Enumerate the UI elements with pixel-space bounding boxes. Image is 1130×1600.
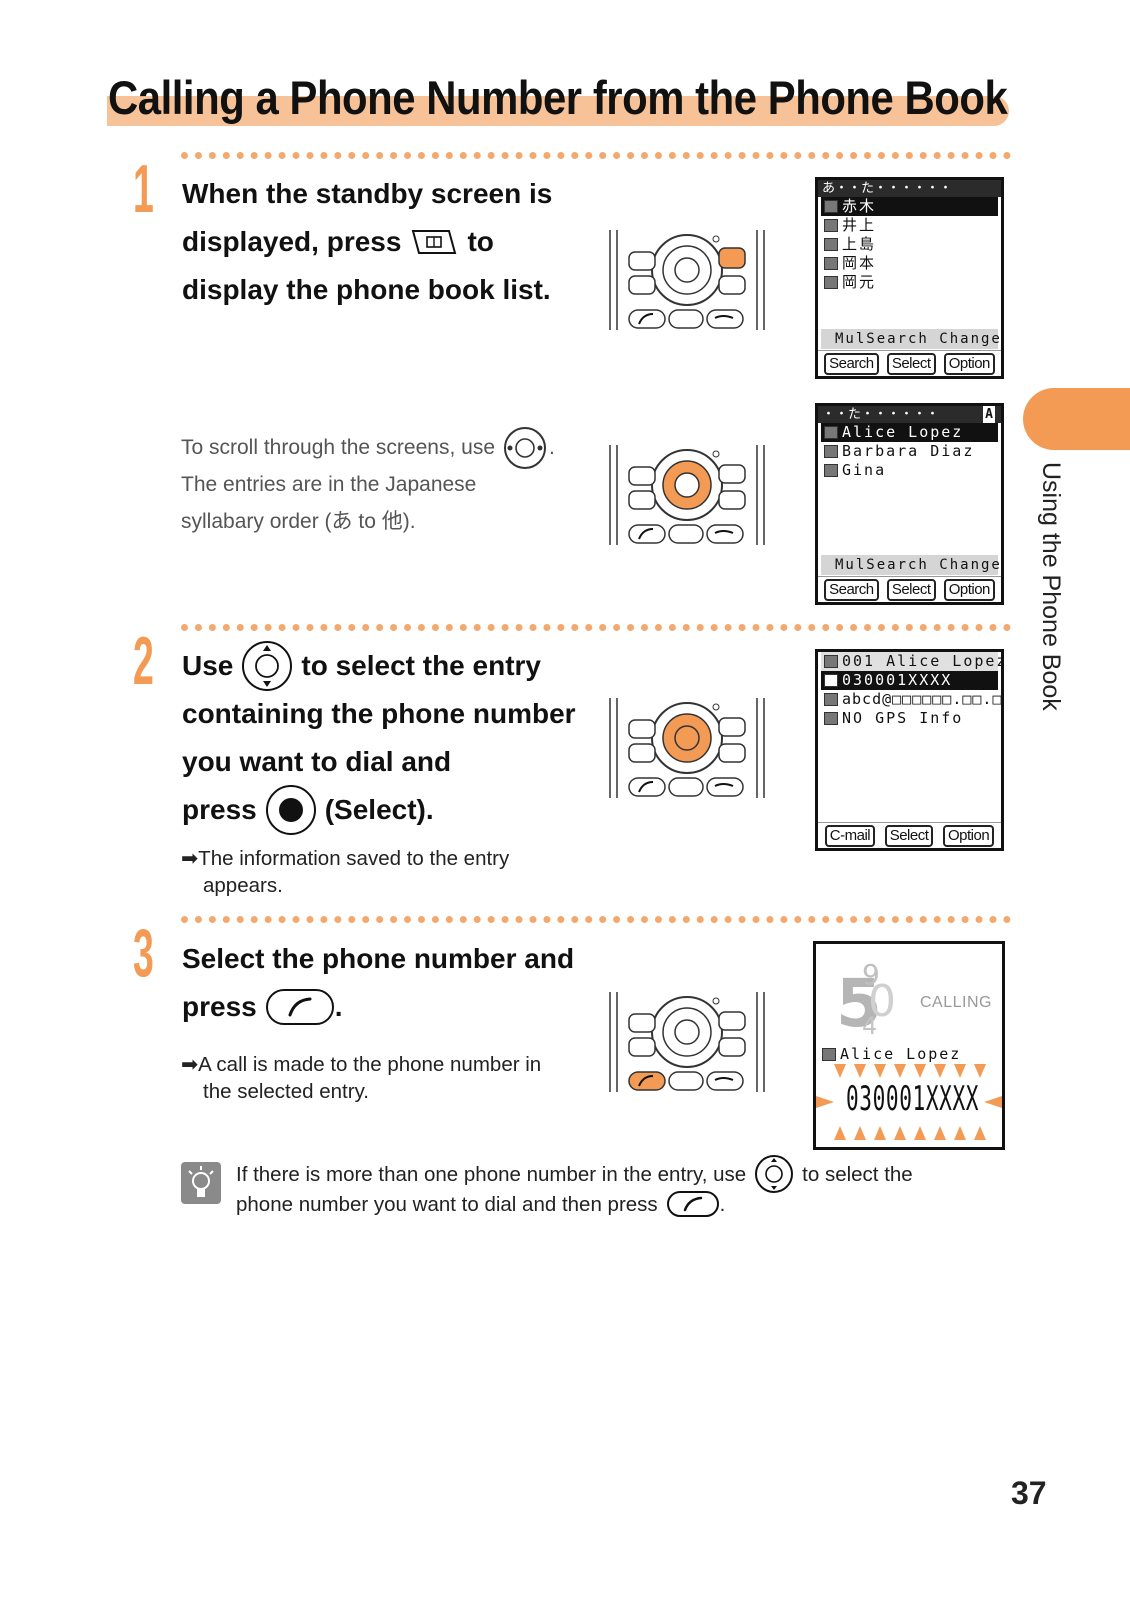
page-title: Calling a Phone Number from the Phone Bo… <box>108 71 1008 124</box>
step-2-result-note: ➡The information saved to the entry appe… <box>181 847 510 897</box>
gps-icon <box>824 712 838 725</box>
entry-icon <box>824 655 838 668</box>
option-softkey[interactable]: Option <box>943 578 995 601</box>
list-item[interactable]: 岡元 <box>818 273 1001 292</box>
select-softkey[interactable]: Select <box>884 824 934 847</box>
svg-text:5: 5 <box>836 965 882 1036</box>
keypad-phonebook-key-illustration <box>609 230 765 330</box>
gps-row: NO GPS Info <box>818 709 1001 728</box>
entry-icon <box>824 257 838 270</box>
title-highlight <box>107 96 1009 126</box>
svg-text:4: 4 <box>862 1012 877 1036</box>
list-item[interactable]: Barbara Diaz <box>818 442 1001 461</box>
step-divider <box>181 152 1011 159</box>
select-softkey[interactable]: Select <box>886 352 936 375</box>
keypad-nav-key-illustration <box>609 445 765 545</box>
step-number-1: 1 <box>133 151 154 227</box>
tip-text: If there is more than one phone number i… <box>236 1155 913 1219</box>
entry-icon <box>824 219 838 232</box>
step-2-instruction: Use to select the entry containing the p… <box>182 640 576 836</box>
status-bar: MulSearch Change <box>821 555 1000 575</box>
step-1-scroll-note: To scroll through the screens, use . The… <box>181 426 555 540</box>
entry-icon <box>824 426 838 439</box>
phone-number-row[interactable]: 030001XXXX <box>821 671 998 690</box>
keypad-nav-key-illustration <box>609 698 765 798</box>
entry-name-row: 001 Alice Lopez <box>821 652 1001 671</box>
dialed-number: 030001XXXX <box>846 1079 980 1119</box>
step-divider <box>181 624 1011 631</box>
calling-screen: 5 0 9 4 CALLING Alice Lopez 030001XXXX <box>813 941 1005 1150</box>
phone-book-list-screen-alpha: ・・た・・・・・・ A Alice Lopez Barbara Diaz Gin… <box>815 403 1004 605</box>
nav-key-icon <box>754 1154 794 1194</box>
phone-book-list-screen-kana: あ・・た・・・・・・ 赤木 井上 上島 岡本 岡元 MulSearch Chan… <box>815 177 1004 379</box>
lightbulb-icon <box>181 1162 221 1204</box>
email-row[interactable]: abcd@□□□□□□.□□.□□ <box>818 690 1001 709</box>
phonebook-key-icon <box>409 225 459 259</box>
list-item[interactable]: 上島 <box>818 235 1001 254</box>
section-label: Using the Phone Book <box>1037 462 1065 711</box>
calling-label: CALLING <box>920 994 992 1011</box>
entry-icon <box>824 464 838 477</box>
step-number-3: 3 <box>133 915 154 991</box>
step-number-2: 2 <box>133 623 154 699</box>
caller-name-row: Alice Lopez <box>816 1045 961 1064</box>
phone-icon <box>824 674 838 687</box>
search-softkey[interactable]: Search <box>824 578 879 601</box>
option-softkey[interactable]: Option <box>943 352 995 375</box>
page-number: 37 <box>1011 1475 1047 1511</box>
step-3-result-note: ➡A call is made to the phone number in t… <box>181 1053 542 1103</box>
status-bar: MulSearch Change <box>821 329 1000 349</box>
screen-header: ・・た・・・・・・ A <box>818 406 1001 423</box>
call-key-icon <box>666 1190 720 1218</box>
list-item[interactable]: 赤木 <box>821 197 998 216</box>
entry-detail-screen: 001 Alice Lopez 030001XXXX abcd@□□□□□□.□… <box>815 649 1004 851</box>
step-1-instruction: When the standby screen is displayed, pr… <box>182 178 553 305</box>
step-divider <box>181 916 1011 923</box>
entry-icon <box>824 445 838 458</box>
select-key-icon <box>265 784 317 836</box>
nav-key-horizontal-icon <box>503 426 547 470</box>
c-mail-softkey[interactable]: C-mail <box>824 824 876 847</box>
entry-icon <box>824 238 838 251</box>
entry-icon <box>824 200 838 213</box>
list-item[interactable]: Alice Lopez <box>821 423 998 442</box>
mail-icon <box>824 693 838 706</box>
list-item[interactable]: 井上 <box>818 216 1001 235</box>
step-3-instruction: Select the phone number and press . <box>182 935 574 1031</box>
select-softkey[interactable]: Select <box>886 578 936 601</box>
screen-header: あ・・た・・・・・・ <box>818 180 1001 197</box>
call-key-icon <box>265 988 335 1026</box>
svg-text:9: 9 <box>862 958 880 991</box>
calling-digits-graphic: 5 0 9 4 <box>836 958 896 1036</box>
nav-key-icon <box>241 640 293 692</box>
entry-icon <box>822 1048 836 1061</box>
keypad-call-key-illustration <box>609 992 765 1092</box>
svg-text:0: 0 <box>868 976 896 1027</box>
input-mode-badge: A <box>983 406 995 423</box>
section-tab <box>1023 388 1130 450</box>
list-item[interactable]: 岡本 <box>818 254 1001 273</box>
entry-icon <box>824 276 838 289</box>
option-softkey[interactable]: Option <box>942 824 995 847</box>
list-item[interactable]: Gina <box>818 461 1001 480</box>
search-softkey[interactable]: Search <box>824 352 879 375</box>
